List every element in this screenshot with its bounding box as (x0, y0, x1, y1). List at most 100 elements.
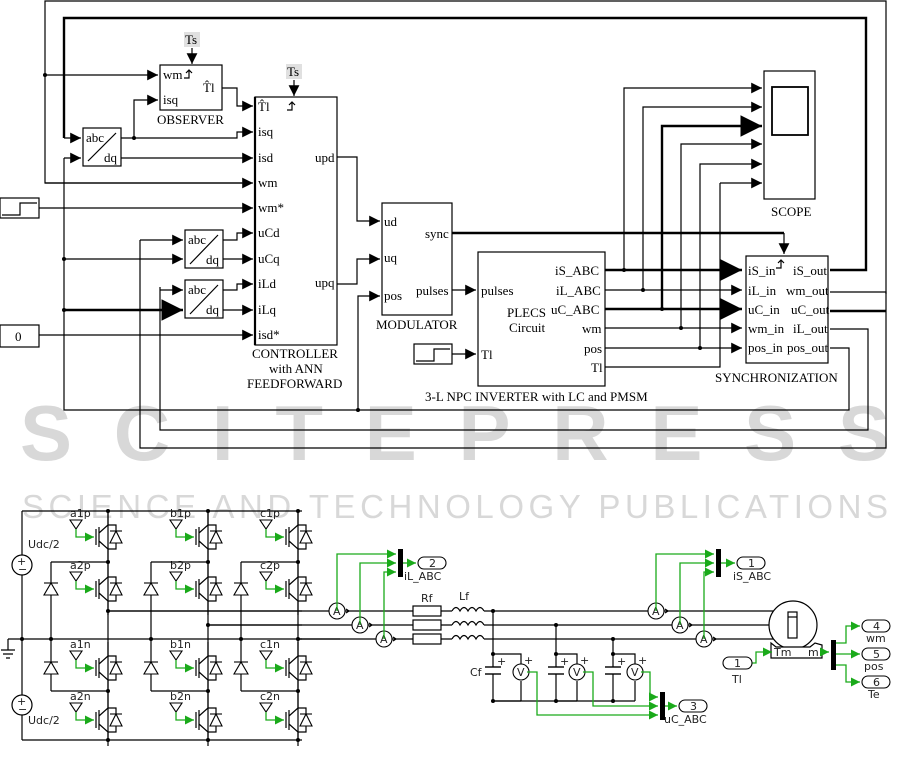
filter-capacitor-a[interactable]: +V+ (485, 609, 533, 703)
svg-text:uCq: uCq (258, 251, 280, 266)
abc-dq-current-block[interactable]: abc dq (82, 127, 122, 167)
gate-label: c2n (260, 690, 280, 703)
svg-text:Circuit: Circuit (509, 320, 545, 335)
svg-text:abc: abc (188, 282, 206, 297)
svg-text:PLECS: PLECS (507, 305, 546, 320)
svg-text:isd*: isd* (258, 327, 280, 342)
svg-text:V: V (573, 666, 581, 679)
svg-text:6: 6 (873, 676, 880, 689)
input-port-tl[interactable]: 1Tl (722, 656, 753, 686)
svg-text:uC_ABC: uC_ABC (664, 713, 707, 726)
svg-text:−: − (18, 563, 27, 576)
svg-text:iLq: iLq (258, 302, 277, 317)
svg-text:uC_in: uC_in (748, 302, 780, 317)
svg-text:V: V (517, 666, 525, 679)
output-port-il-abc[interactable]: 2iL_ABC (404, 556, 447, 583)
svg-text:iLd: iLd (258, 276, 277, 291)
svg-text:+: + (560, 655, 569, 668)
synchronization-block[interactable]: iS_in iL_in uC_in wm_in pos_in iS_out wm… (715, 255, 838, 385)
controller-title-2: with ANN (269, 361, 323, 376)
abc-dq-filter-current-block[interactable]: abc dq (184, 279, 224, 319)
step-input-block[interactable] (0, 197, 40, 219)
filter-rl[interactable]: Rf Lf (412, 590, 485, 645)
observer-title: OBSERVER (157, 112, 224, 127)
svg-text:wm: wm (163, 67, 183, 82)
svg-text:uq: uq (384, 250, 398, 265)
svg-text:+: + (524, 654, 533, 667)
scope-block[interactable]: SCOPE (763, 70, 816, 219)
pmsm-machine[interactable]: Tm m (768, 600, 823, 659)
svg-text:A: A (676, 619, 684, 632)
step-tl-block[interactable] (413, 343, 453, 365)
filter-capacitor-c[interactable]: +V+ (605, 637, 647, 703)
udc-top-label: Udc/2 (28, 538, 60, 551)
svg-text:wm*: wm* (258, 200, 284, 215)
output-port-wm[interactable]: 4wm (861, 619, 891, 645)
svg-text:pulses: pulses (416, 283, 449, 298)
svg-text:iS_ABC: iS_ABC (555, 263, 599, 278)
output-port-uc-abc[interactable]: 3uC_ABC (664, 699, 708, 726)
controller-block[interactable]: T̂l isq isd wm wm* uCd uCq iLd iLq isd* … (247, 96, 342, 391)
mux-uc (660, 692, 665, 720)
svg-text:Tl: Tl (481, 347, 493, 362)
svg-text:A: A (652, 605, 660, 618)
svg-text:V: V (631, 666, 639, 679)
gate-label: b1p (170, 507, 191, 520)
svg-text:−: − (18, 703, 27, 716)
svg-text:A: A (333, 605, 341, 618)
svg-text:iS_in: iS_in (748, 263, 776, 278)
svg-text:5: 5 (873, 648, 880, 661)
abc-dq-voltage-block[interactable]: abc dq (184, 229, 224, 269)
dc-source-top[interactable]: +− Udc/2 (11, 538, 60, 576)
svg-text:isq: isq (258, 124, 274, 139)
svg-text:+: + (617, 655, 626, 668)
svg-text:isd: isd (258, 150, 274, 165)
svg-text:T̂l: T̂l (258, 99, 270, 114)
svg-text:A: A (380, 633, 388, 646)
output-port-is-abc[interactable]: 1iS_ABC (733, 556, 771, 583)
inverter-plecs-block[interactable]: pulses Tl PLECS Circuit iS_ABC iL_ABC uC… (425, 251, 648, 404)
mux-machine (831, 640, 836, 670)
gate-label: a1p (70, 507, 91, 520)
sync-title: SYNCHRONIZATION (715, 370, 838, 385)
svg-text:2: 2 (429, 557, 436, 570)
dc-source-bottom[interactable]: +− Udc/2 (11, 694, 60, 727)
svg-text:Tl: Tl (731, 673, 742, 686)
svg-text:iS_ABC: iS_ABC (733, 570, 771, 583)
modulator-block[interactable]: ud uq pos sync pulses MODULATOR (376, 202, 458, 332)
ts-controller-bg (286, 64, 302, 79)
output-port-te[interactable]: 6Te (861, 675, 891, 701)
svg-text:upd: upd (315, 150, 335, 165)
svg-text:T̂l: T̂l (203, 80, 215, 95)
plecs-circuit: +− Udc/2 +− Udc/2 a1pa2pa1na2nb1pb2pb1nb… (1, 507, 891, 746)
svg-text:1: 1 (734, 657, 741, 670)
svg-text:Tm: Tm (773, 646, 791, 659)
filter-capacitor-b[interactable]: +V+ (548, 623, 589, 703)
cf-label: Cf (470, 666, 483, 679)
svg-text:4: 4 (873, 620, 880, 633)
gate-label: c2p (260, 559, 280, 572)
constant-block[interactable]: 0 (0, 324, 40, 348)
svg-text:wm_out: wm_out (786, 283, 829, 298)
svg-text:Tl: Tl (591, 360, 603, 375)
mux-is (716, 549, 721, 577)
svg-text:Te: Te (867, 688, 880, 701)
lf-label: Lf (459, 590, 470, 603)
gate-label: c1n (260, 638, 280, 651)
svg-text:+: + (638, 654, 647, 667)
svg-text:dq: dq (104, 150, 118, 165)
inverter-title: 3-L NPC INVERTER with LC and PMSM (425, 389, 648, 404)
svg-text:A: A (356, 619, 364, 632)
svg-text:ud: ud (384, 214, 398, 229)
svg-text:pos_in: pos_in (748, 340, 783, 355)
block-diagram: abc dq wm isq T̂l OBSERVER Ts (0, 0, 887, 449)
scope-title: SCOPE (771, 204, 812, 219)
svg-text:wm: wm (582, 321, 602, 336)
observer-block[interactable]: wm isq T̂l OBSERVER (157, 64, 224, 127)
svg-text:wm_in: wm_in (748, 321, 785, 336)
